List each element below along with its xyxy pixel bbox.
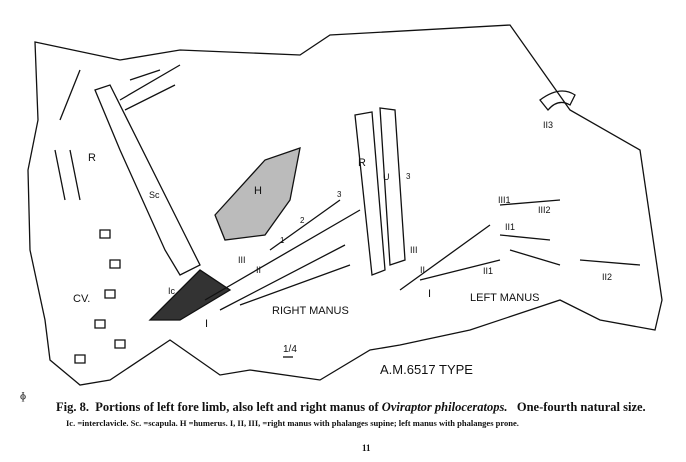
- label-sc: Sc: [149, 190, 160, 200]
- label-u: U: [383, 172, 390, 182]
- interclavicle: [148, 269, 232, 321]
- claw: [539, 90, 576, 112]
- label-iii2: III2: [538, 205, 551, 215]
- label-n1: 1: [280, 236, 285, 245]
- label-i-left: I: [428, 288, 432, 300]
- page-number: 11: [362, 443, 371, 453]
- label-i-right: I: [205, 318, 209, 330]
- label-ii2: II2: [602, 272, 613, 282]
- label-n3: 3: [337, 190, 342, 199]
- label-iii-right: III: [238, 255, 246, 265]
- humerus: [214, 147, 301, 241]
- label-n2: 2: [300, 216, 305, 225]
- matrix-block-outline: [27, 24, 663, 386]
- caption-species: Oviraptor philoceratops.: [381, 400, 508, 414]
- margin-mark: ɸ: [20, 390, 27, 402]
- label-left-manus: LEFT MANUS: [470, 292, 540, 304]
- label-right-manus: RIGHT MANUS: [272, 305, 349, 317]
- label-iii-left: III: [410, 245, 418, 255]
- caption-legend: Ic. =interclavicle. Sc. =scapula. H =hum…: [66, 418, 519, 428]
- ulna: [379, 107, 406, 266]
- ribs: [54, 64, 181, 201]
- vertebrae: [74, 229, 126, 364]
- caption-fig-number: Fig. 8.: [56, 400, 89, 414]
- label-cv: CV.: [73, 293, 91, 305]
- label-scale: 1/4: [283, 344, 297, 355]
- figure-caption: Fig. 8. Portions of left fore limb, also…: [56, 400, 646, 415]
- caption-scale-note: One-fourth natural size.: [516, 400, 646, 414]
- label-ii-right: II: [256, 265, 262, 275]
- label-iii1: III1: [498, 195, 511, 205]
- label-r-right: R: [358, 157, 366, 169]
- label-ii3: II3: [543, 120, 554, 130]
- radius: [354, 111, 386, 276]
- label-ic: Ic: [168, 286, 176, 296]
- label-r-left: R: [88, 152, 96, 164]
- right-manus-bones: [204, 199, 361, 311]
- scapula: [94, 84, 201, 276]
- label-n3b: 3: [406, 172, 411, 181]
- label-specimen: A.M.6517 TYPE: [380, 362, 473, 377]
- caption-text: Portions of left fore limb, also left an…: [95, 400, 382, 414]
- left-manus-bones: [399, 199, 641, 291]
- label-ii-left: II: [420, 265, 426, 275]
- label-ii1-b: II1: [483, 266, 494, 276]
- label-h: H: [254, 185, 262, 197]
- label-ii1-a: II1: [505, 222, 516, 232]
